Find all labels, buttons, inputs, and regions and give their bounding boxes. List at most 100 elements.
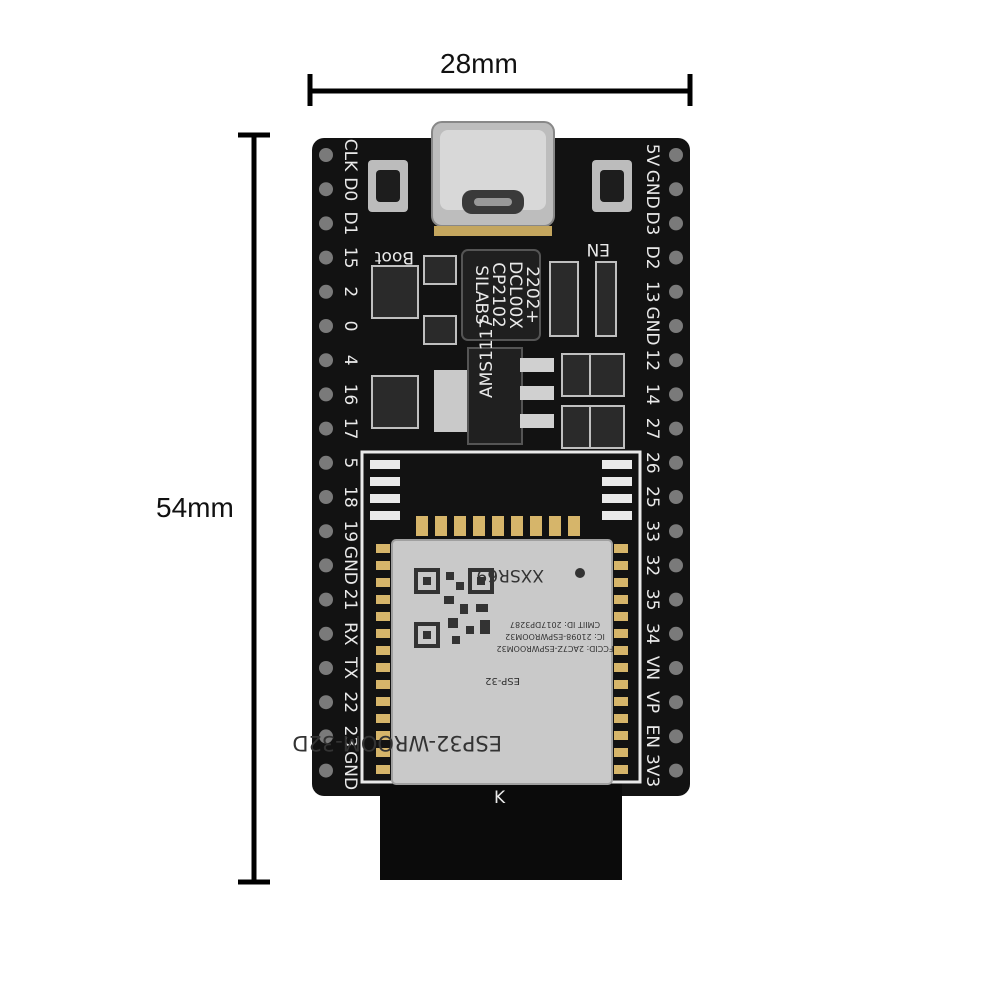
module-pad xyxy=(614,663,628,672)
left-pin-label: CLK xyxy=(340,139,360,172)
left-pin-label: 22 xyxy=(340,691,360,713)
silk-dash xyxy=(602,477,632,486)
right-pin-label: 14 xyxy=(642,384,662,406)
header-pin xyxy=(319,490,333,504)
right-pin-label: 13 xyxy=(642,281,662,303)
module-pad xyxy=(376,765,390,774)
module-pad xyxy=(614,612,628,621)
chip-marking: CP2102 xyxy=(488,262,508,327)
left-pin-label: D1 xyxy=(340,211,360,235)
left-header-pins xyxy=(319,148,333,778)
chip-marking: DCL00X xyxy=(505,261,525,329)
module-pad xyxy=(614,697,628,706)
right-pin-label: 26 xyxy=(642,452,662,474)
left-pin-label: 2 xyxy=(340,286,360,297)
svg-text:XXSR69: XXSR69 xyxy=(476,565,544,585)
right-pin-label: EN xyxy=(642,725,662,748)
left-pin-label: 16 xyxy=(340,384,360,406)
right-pin-label: 5V xyxy=(642,144,662,167)
header-pin xyxy=(669,148,683,162)
module-pad xyxy=(376,629,390,638)
header-pin xyxy=(319,661,333,675)
header-pin xyxy=(669,626,683,641)
module-pad xyxy=(614,561,628,570)
voltage-regulator: AMS1117 xyxy=(434,318,554,445)
module-cert-line: FCCID: 2AC7Z-ESPWROOM32 xyxy=(497,644,614,653)
module-pad xyxy=(376,748,390,757)
smd-components xyxy=(371,255,625,449)
right-pin-label: GND xyxy=(642,307,662,346)
header-pin xyxy=(669,216,683,231)
module-cert-line: CMIIT ID: 2017DP3287 xyxy=(510,620,600,629)
module-pad xyxy=(614,714,628,723)
right-pin-label: VP xyxy=(642,691,662,713)
width-dimension-label: 28mm xyxy=(440,48,518,79)
module-pad xyxy=(614,629,628,638)
header-pin xyxy=(319,558,333,573)
module-pad xyxy=(454,516,466,536)
svg-text:AMS1117: AMS1117 xyxy=(477,318,497,398)
left-pin-label: 4 xyxy=(340,355,360,366)
silk-dash xyxy=(602,494,632,503)
right-pin-label: 3V3 xyxy=(642,754,662,787)
width-dimension-line xyxy=(307,74,693,106)
module-pad xyxy=(376,578,390,587)
header-pin xyxy=(669,592,683,607)
silk-dash xyxy=(370,494,400,503)
header-pin xyxy=(319,216,333,231)
left-pin-label: GND xyxy=(340,546,360,585)
qr-code xyxy=(414,568,494,648)
module-cert-line: IC: 21098-ESPWROOM32 xyxy=(505,632,605,641)
height-dimension-line xyxy=(238,132,270,885)
header-pin xyxy=(669,250,683,265)
right-pin-label: 34 xyxy=(642,623,662,645)
header-pin xyxy=(319,148,333,162)
module-pad xyxy=(568,516,580,536)
left-pin-label: 17 xyxy=(340,418,360,440)
right-pin-label: GND xyxy=(642,170,662,209)
module-pads xyxy=(370,460,632,774)
header-pin xyxy=(669,729,683,744)
chip-marking: 2202+ xyxy=(522,266,542,324)
header-pin xyxy=(669,763,683,778)
header-pin xyxy=(319,626,333,641)
svg-text:Boot: Boot xyxy=(375,247,414,267)
right-pin-labels: 5VGNDD3D213GND121427262533323534VNVPEN3V… xyxy=(642,144,662,787)
silk-mark: K xyxy=(494,788,506,808)
header-pin xyxy=(669,661,683,675)
module-pad xyxy=(511,516,523,536)
module-pad xyxy=(376,544,390,553)
module-pad xyxy=(376,714,390,723)
right-pin-label: 33 xyxy=(642,520,662,542)
right-pin-label: D3 xyxy=(642,211,662,235)
module-pad xyxy=(376,595,390,604)
module-pad xyxy=(614,765,628,774)
header-pin xyxy=(669,353,683,368)
right-pin-label: 25 xyxy=(642,486,662,508)
header-pin xyxy=(669,387,683,402)
svg-text:ESP-32: ESP-32 xyxy=(485,675,520,686)
module-pad xyxy=(614,595,628,604)
header-pin xyxy=(319,455,333,470)
module-pad xyxy=(376,561,390,570)
module-pad xyxy=(376,731,390,740)
left-pin-label: 21 xyxy=(340,589,360,611)
header-pin xyxy=(319,729,333,744)
module-pad xyxy=(614,646,628,655)
module-pad xyxy=(614,544,628,553)
module-pad xyxy=(473,516,485,536)
module-pad xyxy=(549,516,561,536)
header-pin xyxy=(319,695,333,710)
module-pad xyxy=(614,748,628,757)
header-pin xyxy=(669,695,683,710)
right-pin-label: 27 xyxy=(642,418,662,440)
header-pin xyxy=(319,421,333,436)
silk-dash xyxy=(370,460,400,469)
left-pin-label: TX xyxy=(340,656,360,679)
module-pad xyxy=(376,612,390,621)
header-pin xyxy=(669,524,683,539)
left-pin-label: 0 xyxy=(340,321,360,332)
